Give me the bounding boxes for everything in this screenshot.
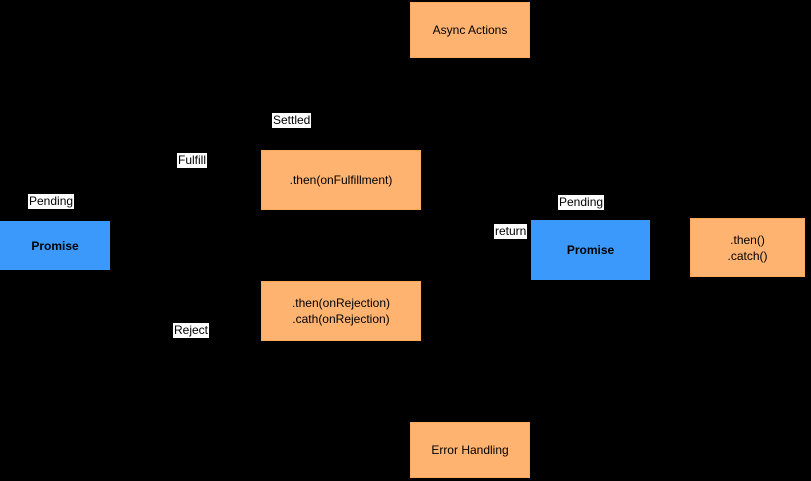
node-error-handling-label: Error Handling [431,443,509,457]
node-promise-right[interactable]: Promise [531,220,650,280]
node-promise-left[interactable]: Promise [0,221,110,270]
edge-label-fulfill[interactable]: Fulfill [177,153,208,168]
edge-label-reject[interactable]: Reject [173,323,210,338]
node-promise-right-label: Promise [566,243,615,257]
node-then-catch[interactable]: .then() .catch() [690,218,805,277]
edge-label-settled[interactable]: Settled [272,113,312,128]
edge-label-return[interactable]: return [494,224,528,239]
node-then-fulfillment[interactable]: .then(onFulfillment) [261,150,421,210]
node-async-actions[interactable]: Async Actions [410,2,530,58]
node-then-catch-line1: .then() [730,232,765,247]
node-promise-left-label: Promise [31,238,79,253]
node-then-catch-line2: .catch() [727,248,768,263]
node-error-handling[interactable]: Error Handling [410,422,530,478]
state-label-pending-right[interactable]: Pending [558,195,605,210]
node-then-rejection-line1: .then(onRejection) [291,296,391,310]
node-then-fulfillment-label: .then(onFulfillment) [289,173,393,187]
node-then-rejection-line2: .cath(onRejection) [292,312,390,326]
node-async-actions-label: Async Actions [432,23,508,37]
node-then-rejection[interactable]: .then(onRejection) .cath(onRejection) [261,281,421,341]
state-label-pending-left[interactable]: Pending [28,194,75,209]
